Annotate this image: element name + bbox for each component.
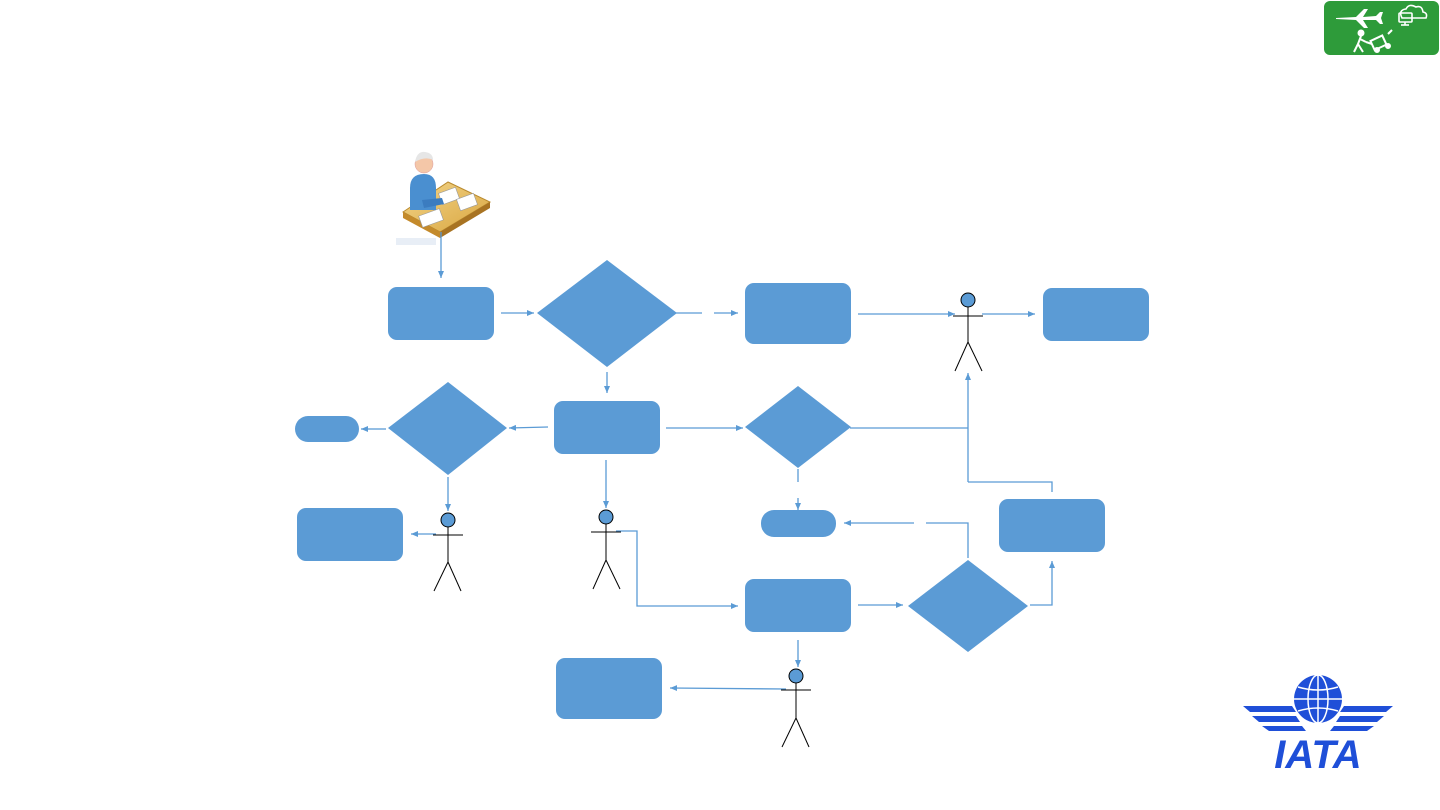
- decision-diamond-right: [745, 386, 851, 468]
- actor-figure: [591, 509, 621, 590]
- terminator-left: [295, 416, 359, 442]
- terminator-center: [761, 510, 836, 537]
- actor-figure: [953, 292, 983, 372]
- travel-badge: [1324, 1, 1439, 55]
- globe-icon: [1294, 674, 1342, 724]
- shapes: [295, 260, 1149, 719]
- connector: [616, 530, 738, 609]
- cloud-monitor-icon: [1398, 4, 1428, 26]
- connectors: [361, 232, 1055, 692]
- process-box-bottom: [556, 658, 662, 719]
- decision-diamond-left: [388, 382, 507, 475]
- airplane-icon: [1336, 9, 1383, 28]
- iata-logo-text: IATA: [1274, 733, 1361, 777]
- connector: [968, 481, 1053, 492]
- connector: [1030, 561, 1055, 606]
- process-box-intake: [388, 287, 494, 340]
- process-box-lower-center: [745, 579, 851, 632]
- actors: [433, 292, 983, 748]
- actor-figure: [433, 512, 463, 592]
- connector: [926, 522, 969, 558]
- wings-icon: [1243, 706, 1393, 731]
- connector: [669, 685, 787, 692]
- actor-figure: [781, 668, 811, 748]
- iata-logo: IATA: [1243, 674, 1393, 777]
- connector: [508, 424, 549, 431]
- decision-diamond-lower: [908, 560, 1028, 652]
- process-box-approved: [745, 283, 851, 344]
- process-box-right: [999, 499, 1105, 552]
- process-box-review: [554, 401, 660, 454]
- person-at-desk-icon: [396, 151, 492, 245]
- process-box-lower-left: [297, 508, 403, 561]
- process-box-outcome: [1043, 288, 1149, 341]
- traveler-luggage-icon: [1353, 29, 1393, 53]
- decision-diamond-main: [537, 260, 677, 367]
